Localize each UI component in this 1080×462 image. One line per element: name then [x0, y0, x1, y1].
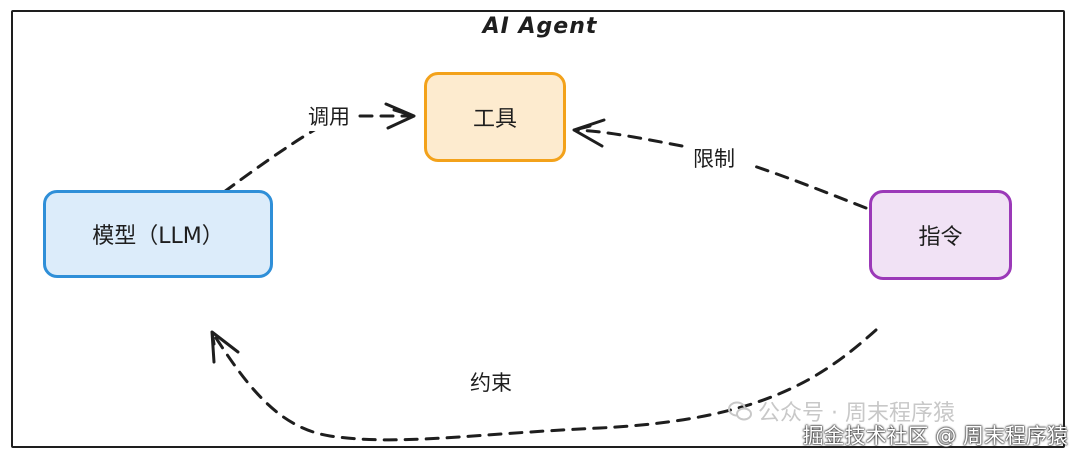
edge-constraint [214, 328, 878, 442]
arrowhead-call [384, 102, 416, 130]
node-tool-label: 工具 [472, 107, 517, 132]
edge-call [222, 114, 414, 194]
diagram-title: AI Agent [482, 14, 598, 39]
edge-label-limit: 限制 [691, 143, 737, 173]
agent-frame [11, 10, 1065, 448]
edge-label-call: 调用 [306, 101, 352, 131]
edge-limit [576, 128, 868, 210]
node-model: 模型（LLM） [43, 190, 273, 278]
watermark-text: 公众号 · 周末程序猿 [758, 401, 955, 426]
arrowhead-constraint [210, 330, 240, 364]
node-tool: 工具 [424, 72, 566, 162]
node-instruction: 指令 [869, 190, 1012, 280]
arrowhead-limit [572, 118, 606, 148]
watermark: 公众号 · 周末程序猿 [728, 395, 955, 427]
node-model-label: 模型（LLM） [92, 224, 224, 249]
wechat-icon [728, 401, 752, 421]
credit-text: 掘金技术社区 @ 周末程序猿 [802, 424, 1068, 448]
node-instruction-label: 指令 [918, 225, 963, 250]
edge-label-constraint: 约束 [470, 371, 512, 395]
